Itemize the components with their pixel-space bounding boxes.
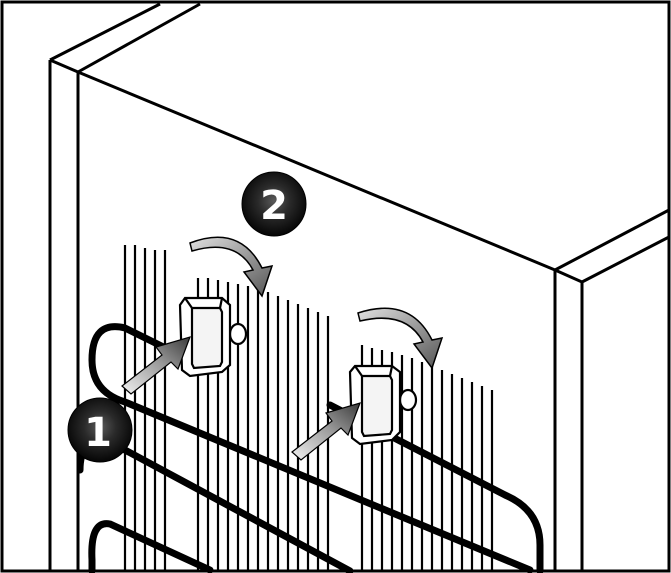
step-badge-2-label: 2 <box>260 183 288 229</box>
step-badge-2: 2 <box>241 171 307 237</box>
appliance-cabinet <box>48 2 670 571</box>
spacer-clip-2 <box>348 364 418 446</box>
spacer-clip-1 <box>178 296 248 378</box>
step-badge-1-label: 1 <box>84 410 112 456</box>
push-arrow-2 <box>291 402 361 461</box>
step-badge-1: 1 <box>67 397 133 463</box>
push-arrow-1 <box>121 336 191 395</box>
rotate-arrow-1 <box>189 236 274 298</box>
rotate-arrow-2 <box>357 307 444 370</box>
